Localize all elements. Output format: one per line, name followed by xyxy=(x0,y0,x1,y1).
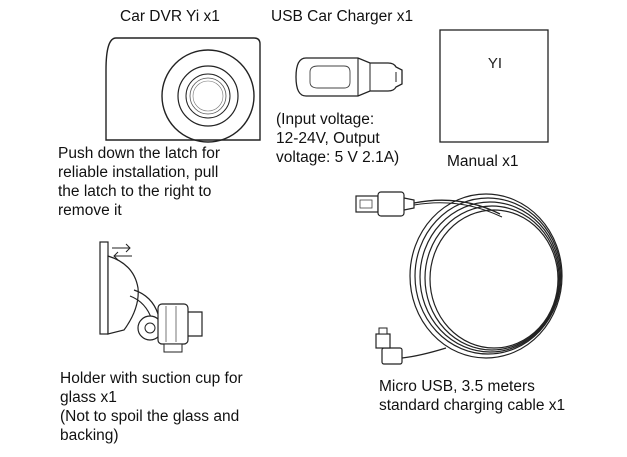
holder-label: Holder with suction cup for glass x1 (No… xyxy=(60,370,243,444)
manual-logo: YI xyxy=(488,55,502,72)
manual-label: Manual x1 xyxy=(447,153,519,170)
usb-cable-icon xyxy=(355,191,563,365)
car-dvr-label: Car DVR Yi x1 xyxy=(120,8,220,25)
cable-label: Micro USB, 3.5 meters standard charging … xyxy=(379,378,566,414)
charger-label: USB Car Charger x1 xyxy=(271,8,414,25)
latch-note: Push down the latch for reliable install… xyxy=(58,145,220,219)
car-charger-icon xyxy=(295,57,403,97)
charger-spec: (Input voltage: 12-24V, Output voltage: … xyxy=(276,111,400,166)
suction-holder-icon xyxy=(99,241,203,353)
dashcam-icon xyxy=(105,37,261,143)
manual-booklet-icon: YI xyxy=(439,29,549,143)
